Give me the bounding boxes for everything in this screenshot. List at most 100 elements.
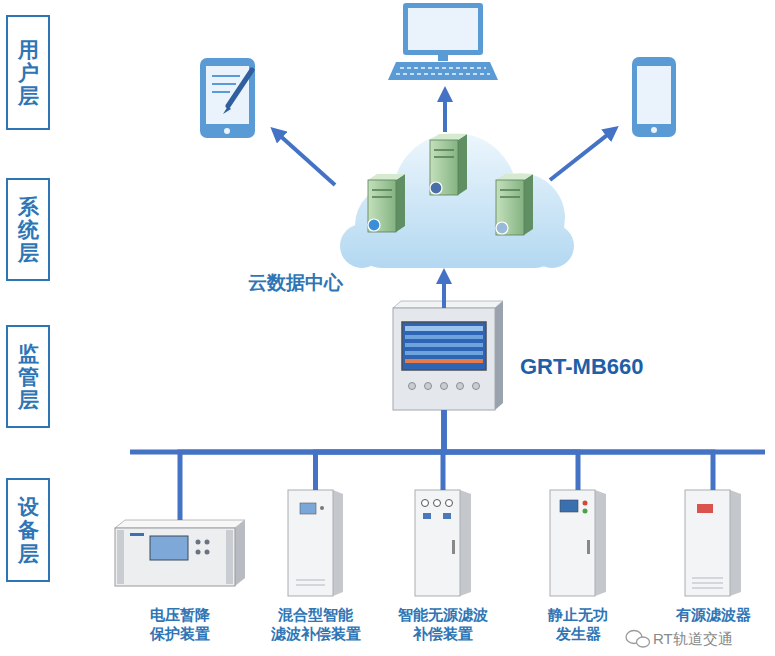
bus-connector [180, 410, 444, 520]
cabinet-side [595, 490, 606, 596]
cabinet-vent [692, 578, 723, 579]
screen-row [405, 326, 483, 331]
cabinet-light [583, 509, 588, 514]
keys [396, 73, 490, 75]
user-arrow [443, 98, 447, 132]
node-label: GRT-MB660 [520, 354, 643, 380]
text-holder: GRT-MB660 [520, 354, 643, 380]
rack-side [235, 520, 245, 586]
layer-box: 用户层 [6, 15, 50, 130]
user-arrow [550, 133, 609, 180]
monitor-screen [408, 8, 478, 50]
server-icon [430, 134, 467, 195]
equipment-node: 混合型智能 滤波补偿装置 [288, 490, 343, 596]
rack-handle [117, 530, 124, 584]
server-badge [430, 182, 442, 194]
equipment-label: 混合型智能 滤波补偿装置 [266, 606, 366, 644]
monitor-device-node: GRT-MB660 [393, 308, 495, 410]
rack-button [205, 540, 210, 545]
device-front [393, 308, 495, 410]
phone-screen [637, 66, 671, 124]
layer-title: 用户层 [18, 38, 39, 107]
cabinet-meter [434, 500, 441, 507]
server-side [524, 174, 533, 235]
screen-row [405, 359, 483, 363]
tablet-screen [206, 66, 249, 124]
cabinet-side [730, 490, 741, 596]
monitor [403, 3, 483, 55]
server-icon [368, 174, 405, 232]
cabinet-meter [446, 500, 453, 507]
cabinet-vent [692, 588, 723, 589]
text-holder: 智能无源滤波 补偿装置 [393, 606, 493, 644]
cloud-puff [530, 224, 574, 268]
server-slot [434, 149, 454, 151]
cabinet [550, 490, 606, 596]
device-side [495, 301, 503, 410]
screen-line [212, 75, 240, 77]
layer-title: 监管层 [18, 342, 39, 411]
home-button [651, 127, 657, 133]
cabinet-display [300, 503, 316, 514]
phone-icon [632, 57, 676, 137]
layer-box: 设备层 [6, 478, 50, 582]
chat-bubble [637, 637, 650, 647]
equipment-label: 有源滤波器 [663, 606, 763, 625]
layer-box: 监管层 [6, 325, 50, 428]
cabinet-front [685, 490, 730, 596]
server-top [368, 174, 405, 180]
cloud-body [340, 133, 574, 268]
screen-row [405, 335, 483, 339]
rack-button [196, 540, 201, 545]
device-top [393, 301, 503, 308]
equipment-label: 静止无功 发生器 [528, 606, 628, 644]
bus-connector [316, 410, 445, 490]
cabinet-handle [452, 540, 455, 554]
bus-connector [444, 410, 713, 490]
rack-button [196, 550, 201, 555]
server-side [396, 174, 405, 232]
phone-body [632, 57, 676, 137]
monitor-stand [438, 55, 448, 61]
cloud-node: 云数据中心 [340, 130, 575, 268]
layer-title: 设备层 [18, 495, 39, 564]
watermark-text: RT轨道交通 [653, 630, 733, 649]
equipment-node: 电压暂降 保护装置 [115, 520, 245, 586]
desktop-icon [388, 3, 498, 80]
layer-box: 系统层 [6, 178, 50, 281]
cabinet-vent [296, 585, 325, 586]
cloud-shape [340, 130, 575, 268]
keys [400, 67, 486, 69]
keyboard [388, 62, 498, 80]
server-badge [368, 219, 380, 231]
text-holder: 有源滤波器 [663, 606, 763, 625]
rack-logo [130, 533, 144, 536]
device-button [441, 383, 448, 390]
watermark-icon [626, 631, 650, 648]
server-slot [372, 189, 392, 191]
device-button [457, 383, 464, 390]
server-slot [434, 156, 454, 158]
text-holder: 混合型智能 滤波补偿装置 [266, 606, 366, 644]
cabinet [685, 490, 741, 596]
cabinet-display [560, 500, 578, 512]
server-front [430, 140, 458, 195]
rack-top [115, 520, 245, 528]
cabinet-light [320, 506, 324, 510]
cabinet-side [333, 490, 343, 596]
monitor-device [393, 301, 503, 410]
cabinet-front [550, 490, 595, 596]
server-front [496, 180, 524, 235]
equipment-node: 有源滤波器 [685, 490, 741, 596]
device-screen [402, 322, 486, 370]
text-holder: 静止无功 发生器 [528, 606, 628, 644]
home-button [224, 128, 230, 134]
cabinet-front [288, 490, 333, 596]
server-slot [372, 196, 392, 198]
screen-line [212, 91, 230, 93]
equipment-node: 智能无源滤波 补偿装置 [415, 490, 471, 596]
server-slot [500, 189, 520, 191]
cabinet-side [460, 490, 471, 596]
